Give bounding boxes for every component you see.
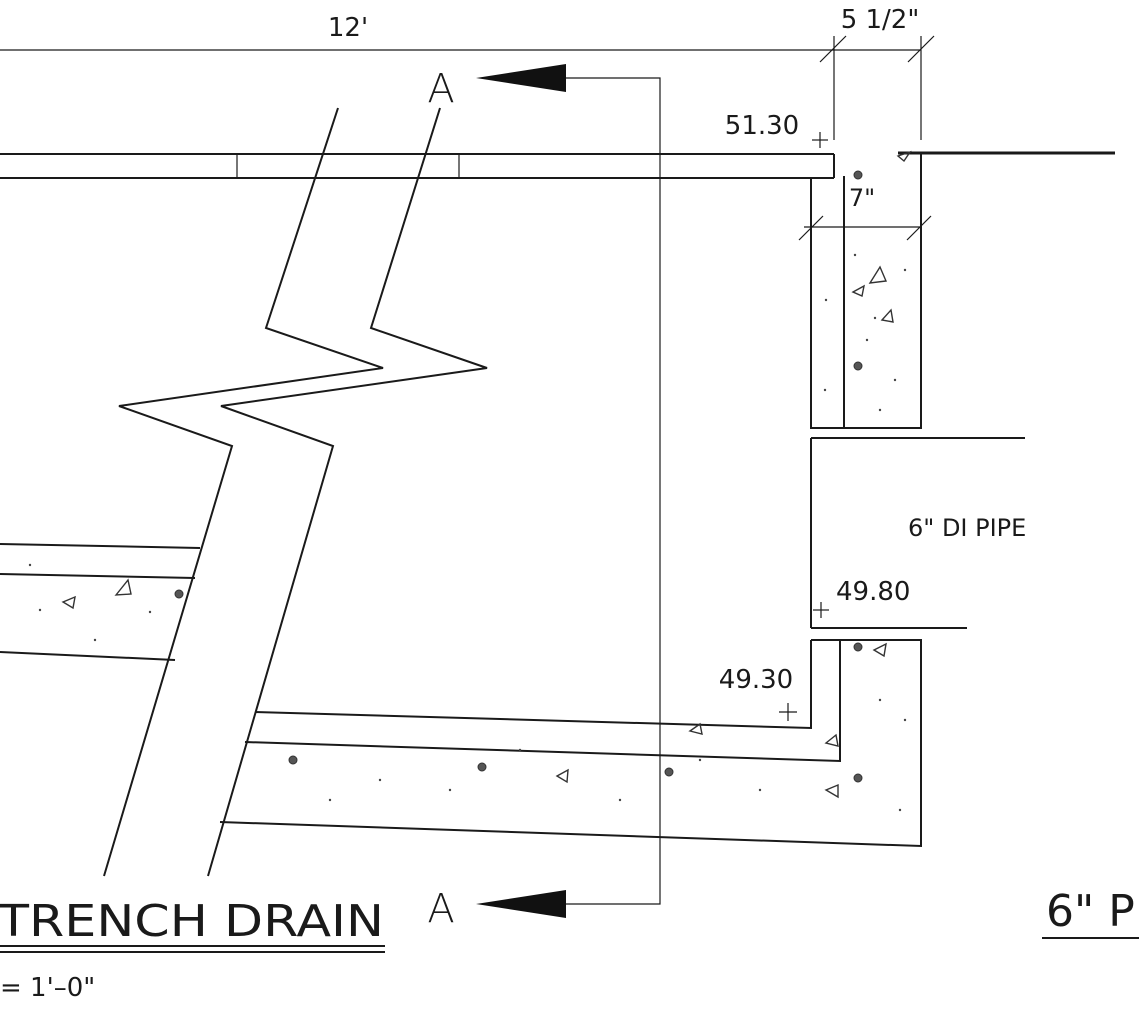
elevation-pipe-label: 49.80 (836, 577, 910, 607)
title-label: TRENCH DRAIN (0, 896, 384, 947)
section-mark-bottom: A (427, 886, 454, 932)
section-cut-line: A A (427, 64, 661, 932)
pipe-label: 6" DI PIPE (908, 514, 1026, 542)
next-drawing-title: 6" P (1042, 886, 1139, 939)
dimension-length-label: 12' (328, 13, 368, 43)
drawing-title: TRENCH DRAIN = 1'–0" (0, 896, 385, 1003)
elevation-bottom-marker: 49.30 (719, 665, 797, 721)
elevation-top-label: 51.30 (725, 111, 799, 141)
left-slab-fragment (0, 543, 201, 661)
section-mark-top: A (427, 66, 454, 112)
pipe-opening: 6" DI PIPE (810, 437, 1026, 629)
elevation-bottom-label: 49.30 (719, 665, 793, 695)
section-arrow-bottom-icon (476, 890, 566, 918)
elevation-top-marker: 51.30 (725, 111, 828, 148)
scale-label: = 1'–0" (0, 973, 95, 1003)
section-arrow-top-icon (476, 64, 566, 92)
dimension-wall-thickness: 5 1/2" (833, 5, 935, 140)
dimension-slab-thickness-label: 7" (849, 184, 875, 212)
break-line (103, 107, 488, 877)
elevation-pipe-marker: 49.80 (813, 577, 910, 618)
dimension-wall-thickness-label: 5 1/2" (841, 5, 920, 35)
lower-wall-section (219, 639, 922, 848)
dimension-length: 12' (0, 13, 847, 63)
next-title-label: 6" P (1046, 886, 1135, 937)
upper-wall-section: 7" (798, 150, 932, 429)
top-grate (0, 151, 1115, 179)
